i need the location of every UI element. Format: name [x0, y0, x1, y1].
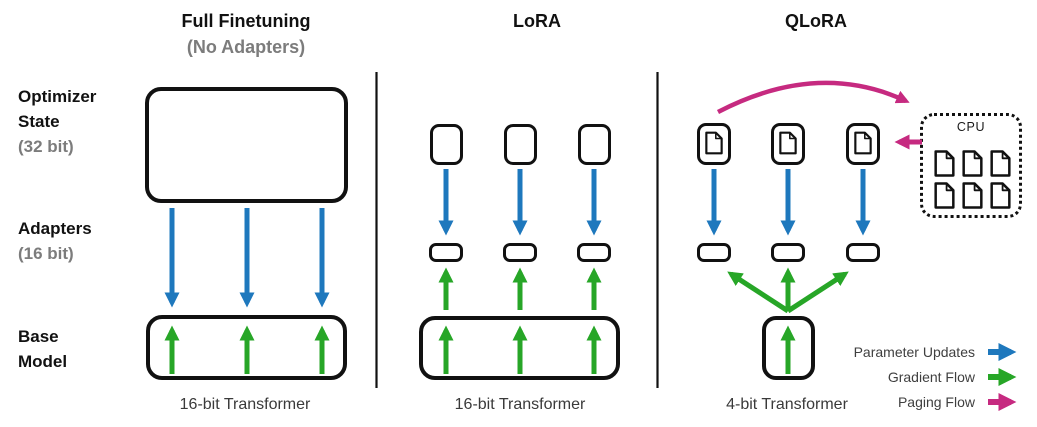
column-header-lora: LoRA	[487, 8, 587, 34]
paging-flow-arc	[716, 80, 910, 114]
gradient-flow-arrow	[786, 271, 849, 314]
legend-label-parameter-updates: Parameter Updates	[853, 344, 975, 360]
row-label-sub: (32 bit)	[18, 137, 74, 156]
legend-label-paging-flow: Paging Flow	[897, 394, 975, 410]
qlora-optimizer-state-box	[846, 123, 880, 165]
column-title: QLoRA	[785, 11, 847, 31]
lora-optimizer-state-box	[430, 124, 463, 165]
row-label-text: Adapters	[18, 219, 92, 238]
legend-label-gradient-flow: Gradient Flow	[887, 369, 975, 385]
qlora-adapter-box	[771, 243, 805, 262]
lora-optimizer-state-box	[504, 124, 537, 165]
qlora-optimizer-state-box	[771, 123, 805, 165]
full-finetuning-optimizer-state-box	[145, 87, 348, 203]
qlora-optimizer-state-box	[697, 123, 731, 165]
full-finetuning-base-model-box	[146, 315, 347, 380]
lora-adapter-box	[503, 243, 537, 262]
gradient-flow-arrow	[727, 271, 790, 314]
footer-label-full-finetuning: 16-bit Transformer	[179, 396, 311, 413]
footer-label-lora: 16-bit Transformer	[454, 396, 586, 413]
row-label-optimizer-state: Optimizer State (32 bit)	[18, 84, 123, 159]
lora-adapter-box	[429, 243, 463, 262]
qlora-adapter-box	[846, 243, 880, 262]
lora-optimizer-state-box	[578, 124, 611, 165]
row-label-text: Optimizer State	[18, 87, 97, 131]
lora-adapter-box	[577, 243, 611, 262]
row-label-base-model: Base Model	[18, 324, 98, 374]
row-label-sub: (16 bit)	[18, 244, 74, 263]
column-header-full-finetuning: Full Finetuning (No Adapters)	[130, 8, 362, 60]
cpu-box	[920, 113, 1022, 218]
row-label-text: Base Model	[18, 327, 68, 371]
cpu-label: CPU	[956, 120, 986, 134]
qlora-base-model-box	[762, 316, 815, 380]
row-label-adapters: Adapters (16 bit)	[18, 216, 128, 266]
column-title: Full Finetuning	[181, 11, 311, 31]
footer-label-qlora: 4-bit Transformer	[726, 396, 848, 413]
column-subtitle: (No Adapters)	[186, 37, 306, 57]
lora-base-model-box	[419, 316, 620, 380]
column-header-qlora: QLoRA	[766, 8, 866, 34]
column-title: LoRA	[513, 11, 561, 31]
qlora-adapter-box	[697, 243, 731, 262]
